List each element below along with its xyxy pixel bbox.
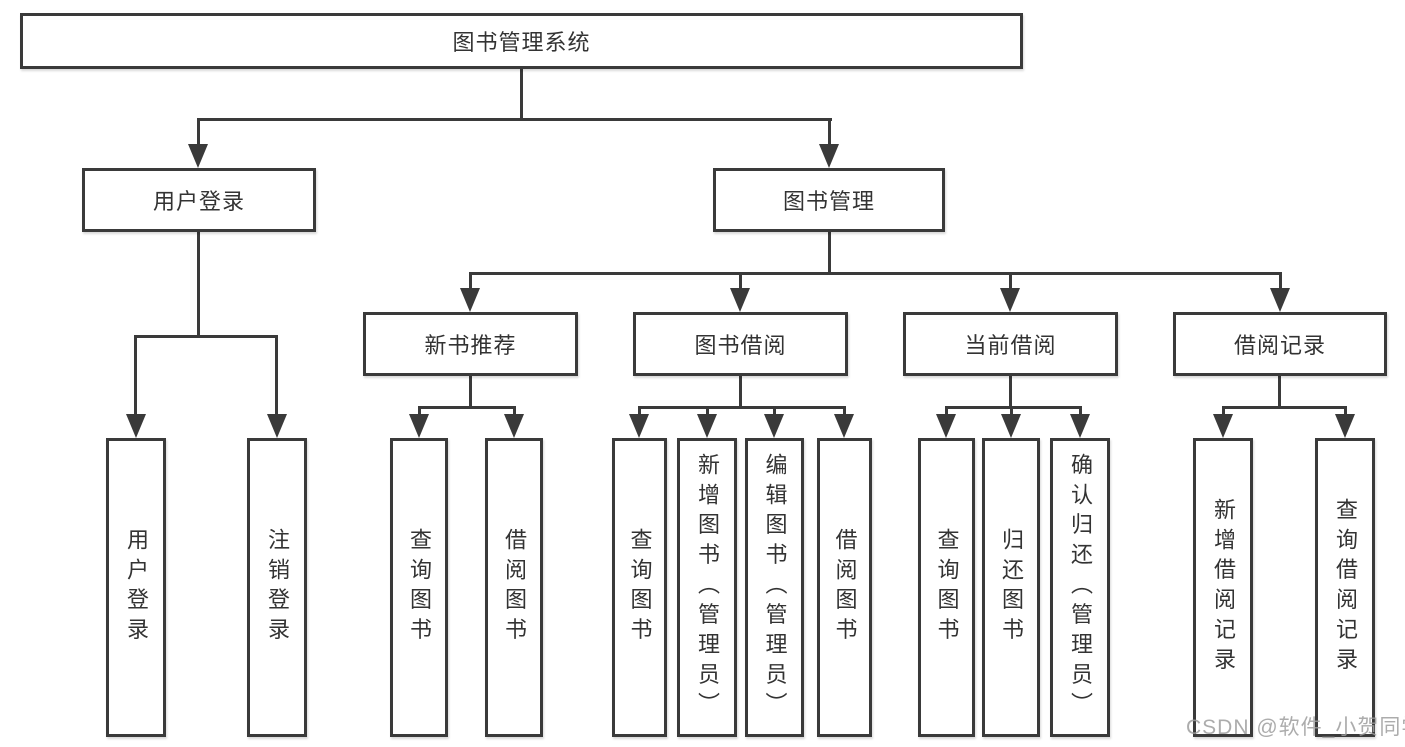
leaf-borrow-books-2: 借阅图书: [817, 438, 872, 737]
connector-arrow-shaft: [945, 406, 948, 417]
node-user-login-label: 用户登录: [152, 189, 245, 214]
node-book-management: 图书管理: [713, 168, 945, 232]
arrowhead-icon: [730, 288, 750, 312]
connector-bookmgmt-stem: [828, 232, 831, 274]
arrowhead-icon: [504, 414, 524, 438]
node-new-book-recommend: 新书推荐: [363, 312, 578, 376]
leaf-label: 编辑图书（管理员）: [762, 452, 788, 723]
arrowhead-icon: [409, 414, 429, 438]
connector-arrow-shaft: [828, 118, 831, 147]
connector-arrow-shaft: [275, 335, 278, 417]
arrowhead-icon: [188, 144, 208, 168]
arrowhead-icon: [1335, 414, 1355, 438]
node-book-borrowing-label: 图书借阅: [694, 333, 787, 358]
connector-arrow-shaft: [134, 335, 137, 417]
arrowhead-icon: [1000, 288, 1020, 312]
arrowhead-icon: [819, 144, 839, 168]
leaf-query-borrow-record: 查询借阅记录: [1315, 438, 1375, 737]
arrowhead-icon: [126, 414, 146, 438]
node-book-borrowing: 图书借阅: [633, 312, 848, 376]
arrowhead-icon: [1001, 414, 1021, 438]
leaf-label: 借阅图书: [832, 527, 858, 648]
leaf-label: 确认归还（管理员）: [1068, 452, 1093, 723]
connector-arrow-shaft: [469, 272, 472, 291]
connector-borrowrecords-branch: [1222, 406, 1347, 409]
connector-userlogin-branch: [134, 335, 278, 338]
leaf-logout: 注销登录: [247, 438, 307, 737]
connector-arrow-shaft: [1079, 406, 1082, 417]
arrowhead-icon: [697, 414, 717, 438]
arrowhead-icon: [1270, 288, 1290, 312]
connector-bookborrow-stem: [739, 376, 742, 408]
leaf-label: 用户登录: [124, 527, 149, 648]
csdn-watermark: CSDN @软件_小贺同学: [1186, 716, 1405, 739]
connector-arrow-shaft: [1009, 272, 1012, 291]
node-current-borrowing: 当前借阅: [903, 312, 1118, 376]
node-book-management-label: 图书管理: [782, 189, 875, 214]
connector-arrow-shaft: [197, 118, 200, 147]
connector-currentborrow-branch: [945, 406, 1082, 409]
connector-arrow-shaft: [739, 272, 742, 291]
arrowhead-icon: [1070, 414, 1090, 438]
connector-arrow-shaft: [1010, 406, 1013, 417]
arrowhead-icon: [834, 414, 854, 438]
leaf-label: 查询图书: [627, 527, 653, 648]
leaf-label: 借阅图书: [502, 527, 527, 648]
arrowhead-icon: [267, 414, 287, 438]
node-borrowing-records: 借阅记录: [1173, 312, 1387, 376]
connector-arrow-shaft: [706, 406, 709, 417]
node-new-book-recommend-label: 新书推荐: [424, 333, 517, 358]
arrowhead-icon: [460, 288, 480, 312]
leaf-user-login: 用户登录: [106, 438, 166, 737]
leaf-label: 查询图书: [934, 527, 960, 648]
leaf-label: 查询图书: [407, 527, 432, 648]
leaf-query-books-2: 查询图书: [612, 438, 667, 737]
node-root-label: 图书管理系统: [452, 30, 591, 55]
connector-root-branch: [197, 118, 832, 121]
leaf-return-books: 归还图书: [982, 438, 1040, 737]
leaf-borrow-books-1: 借阅图书: [485, 438, 543, 737]
connector-borrowrecords-stem: [1278, 376, 1281, 408]
leaf-query-books-3: 查询图书: [918, 438, 975, 737]
leaf-label: 新增图书（管理员）: [695, 452, 720, 723]
node-borrowing-records-label: 借阅记录: [1233, 333, 1326, 358]
leaf-edit-books-admin: 编辑图书（管理员）: [745, 438, 804, 737]
connector-arrow-shaft: [773, 406, 776, 417]
leaf-label: 归还图书: [999, 527, 1024, 648]
connector-root-stem: [520, 69, 523, 120]
node-current-borrowing-label: 当前借阅: [964, 333, 1057, 358]
connector-newbooks-stem: [469, 376, 472, 408]
leaf-confirm-return-admin: 确认归还（管理员）: [1050, 438, 1110, 737]
connector-arrow-shaft: [843, 406, 846, 417]
leaf-label: 注销登录: [265, 527, 290, 648]
arrowhead-icon: [936, 414, 956, 438]
leaf-label: 新增借阅记录: [1211, 497, 1236, 678]
connector-arrow-shaft: [638, 406, 641, 417]
node-user-login: 用户登录: [82, 168, 316, 232]
arrowhead-icon: [629, 414, 649, 438]
connector-bookmgmt-branch: [469, 272, 1282, 275]
leaf-label: 查询借阅记录: [1333, 497, 1358, 678]
node-root: 图书管理系统: [20, 13, 1023, 69]
arrowhead-icon: [764, 414, 784, 438]
connector-arrow-shaft: [1222, 406, 1225, 417]
arrowhead-icon: [1213, 414, 1233, 438]
connector-arrow-shaft: [1344, 406, 1347, 417]
connector-currentborrow-stem: [1009, 376, 1012, 408]
connector-arrow-shaft: [418, 406, 421, 417]
connector-arrow-shaft: [513, 406, 516, 417]
connector-userlogin-stem: [197, 232, 200, 338]
connector-newbooks-branch: [418, 406, 515, 409]
leaf-add-borrow-record: 新增借阅记录: [1193, 438, 1253, 737]
connector-arrow-shaft: [1279, 272, 1282, 291]
leaf-query-books-1: 查询图书: [390, 438, 448, 737]
leaf-add-books-admin: 新增图书（管理员）: [677, 438, 737, 737]
connector-bookborrow-branch: [638, 406, 846, 409]
